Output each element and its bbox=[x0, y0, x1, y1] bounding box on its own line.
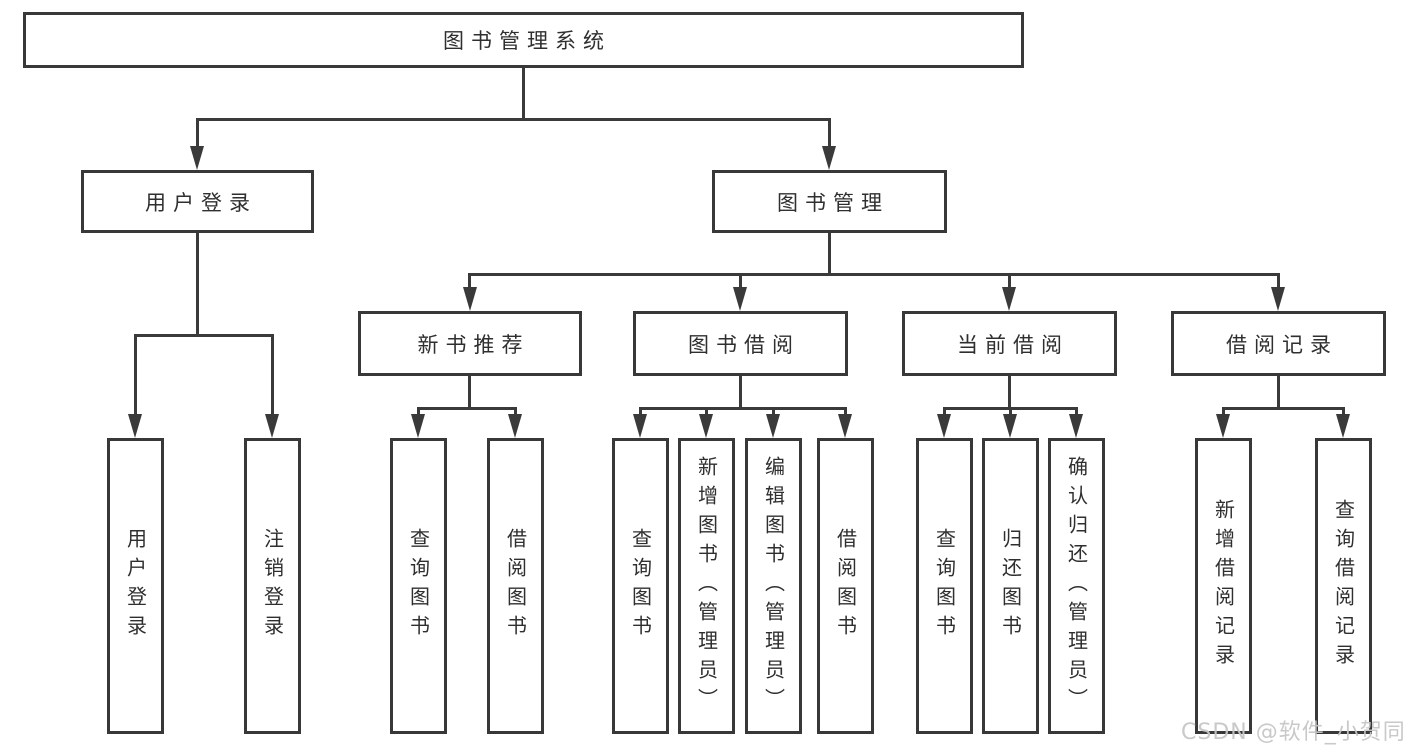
node-label: 用户登录 bbox=[123, 528, 148, 644]
arrowhead-icon bbox=[1216, 414, 1230, 438]
arrowhead-icon bbox=[699, 414, 713, 438]
connector-line bbox=[1008, 376, 1011, 410]
arrowhead-icon bbox=[633, 414, 647, 438]
arrowhead-icon bbox=[411, 414, 425, 438]
connector-line bbox=[134, 334, 274, 337]
connector-line bbox=[196, 118, 831, 121]
connector-line bbox=[828, 233, 831, 276]
connector-line bbox=[514, 407, 517, 416]
node-label: 新书推荐 bbox=[417, 332, 530, 357]
node-user-login-leaf: 用户登录 bbox=[107, 438, 164, 734]
arrowhead-icon bbox=[265, 414, 279, 438]
node-borrow-books-leaf: 借阅图书 bbox=[817, 438, 874, 734]
node-label: 查询图书 bbox=[932, 528, 957, 644]
node-label: 借阅图书 bbox=[503, 528, 528, 644]
node-confirm-return-admin: 确认归还（管理员） bbox=[1048, 438, 1105, 734]
connector-line bbox=[639, 407, 847, 410]
node-label: 查询借阅记录 bbox=[1331, 499, 1356, 673]
connector-line bbox=[1277, 273, 1280, 289]
arrowhead-icon bbox=[838, 414, 852, 438]
node-label: 确认归还（管理员） bbox=[1064, 455, 1089, 717]
connector-line bbox=[468, 273, 1280, 276]
connector-line bbox=[417, 407, 517, 410]
connector-line bbox=[468, 273, 471, 289]
connector-line bbox=[1009, 407, 1012, 416]
arrowhead-icon bbox=[1002, 287, 1016, 311]
node-label: 借阅记录 bbox=[1226, 332, 1338, 357]
connector-line bbox=[739, 376, 742, 410]
connector-line bbox=[639, 407, 642, 416]
node-label: 用户登录 bbox=[145, 190, 257, 215]
arrowhead-icon bbox=[822, 146, 836, 170]
node-borrow-records: 借阅记录 bbox=[1171, 311, 1386, 376]
connector-line bbox=[468, 376, 471, 410]
node-user-login: 用户登录 bbox=[81, 170, 314, 233]
connector-line bbox=[196, 233, 199, 337]
node-add-borrow-record: 新增借阅记录 bbox=[1195, 438, 1252, 734]
node-add-book-admin: 新增图书（管理员） bbox=[678, 438, 735, 734]
node-new-book-recommend: 新书推荐 bbox=[358, 311, 582, 376]
node-label: 查询图书 bbox=[628, 528, 653, 644]
connector-line bbox=[271, 334, 274, 416]
arrowhead-icon bbox=[463, 287, 477, 311]
node-book-management: 图书管理 bbox=[712, 170, 947, 233]
node-current-borrow: 当前借阅 bbox=[902, 311, 1117, 376]
watermark-text: CSDN @软件_小贺同学 bbox=[1181, 720, 1405, 745]
connector-line bbox=[1008, 273, 1011, 289]
connector-line bbox=[1277, 376, 1280, 410]
node-label: 借阅图书 bbox=[833, 528, 858, 644]
arrowhead-icon bbox=[508, 414, 522, 438]
connector-line bbox=[1222, 407, 1345, 410]
node-label: 当前借阅 bbox=[957, 332, 1069, 357]
node-book-borrow: 图书借阅 bbox=[633, 311, 848, 376]
node-query-books-recommend: 查询图书 bbox=[390, 438, 447, 734]
arrowhead-icon bbox=[190, 146, 204, 170]
node-label: 注销登录 bbox=[260, 528, 285, 644]
arrowhead-icon bbox=[766, 414, 780, 438]
node-label: 新增借阅记录 bbox=[1211, 499, 1236, 673]
node-label: 图书管理系统 bbox=[443, 29, 611, 53]
node-query-borrow-record: 查询借阅记录 bbox=[1315, 438, 1372, 734]
connector-line bbox=[417, 407, 420, 416]
arrowhead-icon bbox=[937, 414, 951, 438]
connector-line bbox=[1075, 407, 1078, 416]
node-logout-leaf: 注销登录 bbox=[244, 438, 301, 734]
arrowhead-icon bbox=[1336, 414, 1350, 438]
node-borrow-books-recommend: 借阅图书 bbox=[487, 438, 544, 734]
connector-line bbox=[1342, 407, 1345, 416]
node-label: 新增图书（管理员） bbox=[694, 455, 719, 717]
connector-line bbox=[705, 407, 708, 416]
connector-line bbox=[522, 68, 525, 121]
connector-line bbox=[844, 407, 847, 416]
connector-line bbox=[772, 407, 775, 416]
node-label: 编辑图书（管理员） bbox=[761, 455, 786, 717]
arrowhead-icon bbox=[733, 287, 747, 311]
arrowhead-icon bbox=[128, 414, 142, 438]
connector-line bbox=[134, 334, 137, 416]
node-query-books-borrow: 查询图书 bbox=[612, 438, 669, 734]
node-query-books-current: 查询图书 bbox=[916, 438, 973, 734]
connector-line bbox=[196, 118, 199, 148]
node-edit-book-admin: 编辑图书（管理员） bbox=[745, 438, 802, 734]
connector-line bbox=[943, 407, 946, 416]
arrowhead-icon bbox=[1069, 414, 1083, 438]
connector-line bbox=[739, 273, 742, 289]
connector-line bbox=[1222, 407, 1225, 416]
node-label: 查询图书 bbox=[406, 528, 431, 644]
node-label: 图书借阅 bbox=[688, 332, 800, 357]
arrowhead-icon bbox=[1003, 414, 1017, 438]
node-library-management-system: 图书管理系统 bbox=[23, 12, 1024, 68]
node-return-books: 归还图书 bbox=[982, 438, 1039, 734]
node-label: 归还图书 bbox=[998, 528, 1023, 644]
arrowhead-icon bbox=[1271, 287, 1285, 311]
node-label: 图书管理 bbox=[777, 190, 889, 215]
connector-line bbox=[828, 118, 831, 148]
